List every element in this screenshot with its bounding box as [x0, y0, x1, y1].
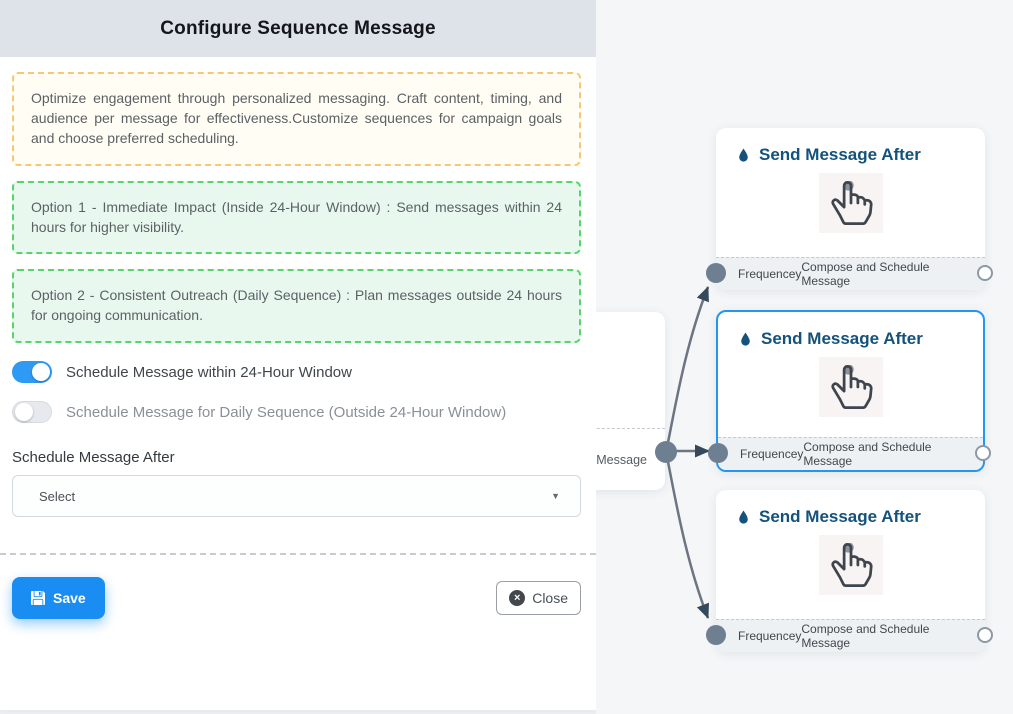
node-title-row: Send Message After	[718, 312, 983, 349]
compose-schedule-label: Compose and Schedule Message	[801, 622, 930, 650]
source-card-footer-label: ce Message	[596, 452, 647, 467]
source-handle[interactable]	[655, 441, 677, 463]
intro-alert: Optimize engagement through personalized…	[12, 72, 581, 166]
close-button-label: Close	[532, 590, 568, 607]
save-button[interactable]: Save	[12, 577, 105, 620]
source-handle[interactable]	[977, 627, 993, 643]
compose-schedule-label: Compose and Schedule Message	[801, 260, 930, 288]
target-handle[interactable]	[706, 263, 726, 283]
droplet-icon	[736, 509, 751, 526]
compose-schedule-label: Compose and Schedule Message	[803, 440, 932, 468]
save-button-label: Save	[53, 590, 86, 607]
close-circle-icon: ×	[509, 590, 526, 607]
node-card-send-message-3[interactable]: Send Message After Frequencey Compose an…	[706, 490, 993, 652]
node-footer: Frequencey Compose and Schedule Message	[716, 257, 985, 290]
configure-sequence-panel: Configure Sequence Message Optimize enga…	[0, 0, 596, 710]
chevron-down-icon: ▼	[551, 491, 560, 502]
node-title: Send Message After	[761, 329, 923, 348]
source-node-card[interactable]: ce Message	[596, 312, 665, 490]
footer-divider	[0, 553, 596, 556]
target-handle[interactable]	[706, 625, 726, 645]
frequency-label: Frequencey	[738, 629, 802, 643]
close-button[interactable]: × Close	[496, 581, 581, 616]
source-card-footer: ce Message	[596, 428, 665, 490]
option1-alert: Option 1 - Immediate Impact (Inside 24-H…	[12, 180, 581, 255]
toggle-knob	[15, 403, 33, 422]
toggle-daily-label: Schedule Message for Daily Sequence (Out…	[66, 403, 507, 421]
node-title-row: Send Message After	[716, 490, 985, 527]
flow-canvas[interactable]: ce Message Send Message After Frequencey…	[596, 0, 1013, 714]
schedule-after-select[interactable]: Select ▼	[12, 475, 581, 518]
hand-pointer-click-icon	[818, 173, 883, 233]
hand-pointer-click-icon	[818, 357, 883, 417]
node-card-send-message-2[interactable]: Send Message After Frequencey Compose an…	[708, 310, 991, 472]
droplet-icon	[736, 147, 751, 164]
frequency-label: Frequencey	[738, 267, 802, 281]
target-handle[interactable]	[708, 443, 728, 463]
toggle-knob	[32, 363, 50, 382]
schedule-after-label: Schedule Message After	[12, 449, 175, 467]
toggle-24h-window[interactable]	[12, 361, 52, 384]
button-row: Save × Close	[12, 577, 581, 620]
droplet-icon	[738, 331, 753, 348]
toggle-row-daily: Schedule Message for Daily Sequence (Out…	[12, 401, 581, 424]
hand-pointer-click-icon	[818, 535, 883, 595]
toggle-24h-label: Schedule Message within 24-Hour Window	[66, 363, 352, 381]
source-handle[interactable]	[977, 265, 993, 281]
node-card-send-message-1[interactable]: Send Message After Frequencey Compose an…	[706, 128, 993, 290]
source-handle[interactable]	[975, 445, 991, 461]
floppy-disk-icon	[31, 591, 45, 606]
toggle-daily-sequence[interactable]	[12, 401, 52, 424]
toggle-row-24h: Schedule Message within 24-Hour Window	[12, 361, 581, 384]
node-title: Send Message After	[759, 145, 921, 164]
node-footer: Frequencey Compose and Schedule Message	[718, 437, 983, 470]
node-footer: Frequencey Compose and Schedule Message	[716, 619, 985, 652]
option2-alert: Option 2 - Consistent Outreach (Daily Se…	[12, 269, 581, 344]
panel-body: Optimize engagement through personalized…	[0, 57, 596, 620]
node-title-row: Send Message After	[716, 128, 985, 165]
panel-header: Configure Sequence Message	[0, 0, 596, 57]
node-title: Send Message After	[759, 507, 921, 526]
panel-title: Configure Sequence Message	[160, 17, 436, 39]
frequency-label: Frequencey	[740, 447, 804, 461]
select-value: Select	[39, 488, 76, 504]
